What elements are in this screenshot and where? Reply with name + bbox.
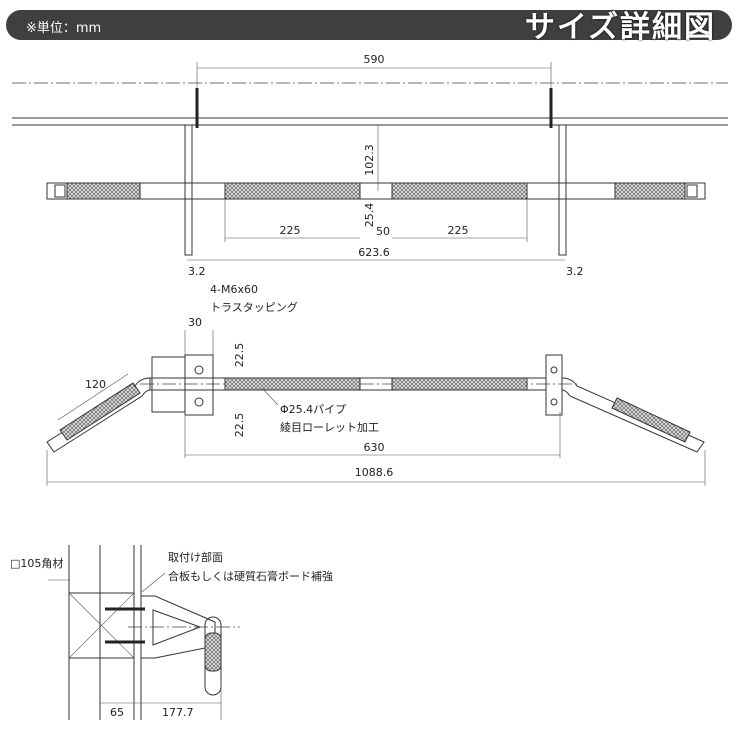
- dim-120: 120: [85, 378, 106, 391]
- dim-225-left: 225: [280, 224, 301, 237]
- screw-spec: 4-M6x60: [210, 283, 258, 296]
- screw-icon: [195, 88, 553, 128]
- dim-50: 50: [376, 225, 390, 238]
- knurl-finish: 綾目ローレット加工: [280, 421, 379, 434]
- side-view: □105角材 取付け部面 合板もしくは硬質石膏ボード補強 65 177.7: [10, 545, 333, 720]
- mount-surface-label: 取付け部面: [168, 550, 223, 564]
- dim-225-right: 225: [448, 224, 469, 237]
- dim-102-3: 102.3: [363, 144, 376, 176]
- top-view: 590 102.3 25.4 50 225 225 6: [12, 53, 728, 314]
- dim-590: 590: [364, 53, 385, 66]
- dim-65: 65: [110, 706, 124, 719]
- dim-1088-6: 1088.6: [355, 466, 394, 479]
- screw-type: トラスタッピング: [210, 300, 298, 314]
- reinforce-note: 合板もしくは硬質石膏ボード補強: [168, 569, 333, 583]
- dim-177-7: 177.7: [162, 706, 194, 719]
- diagram-title: サイズ詳細図: [524, 10, 716, 45]
- dim-3-2-left: 3.2: [188, 265, 206, 278]
- dim-630: 630: [364, 441, 385, 454]
- dim-22-5-top: 22.5: [233, 343, 246, 368]
- front-view: 30 120 22.5 22.5 Φ25.4パイプ 綾目ローレット加工: [46, 316, 706, 486]
- pipe-spec: Φ25.4パイプ: [280, 403, 346, 416]
- dim-30: 30: [188, 316, 202, 329]
- dim-3-2-right: 3.2: [566, 265, 584, 278]
- dim-623-6: 623.6: [358, 246, 390, 259]
- dim-22-5-bottom: 22.5: [233, 413, 246, 438]
- dim-25-4: 25.4: [363, 203, 376, 228]
- header-banner: [6, 10, 732, 40]
- unit-note: ※単位：mm: [26, 21, 102, 36]
- timber-label: □105角材: [10, 556, 63, 570]
